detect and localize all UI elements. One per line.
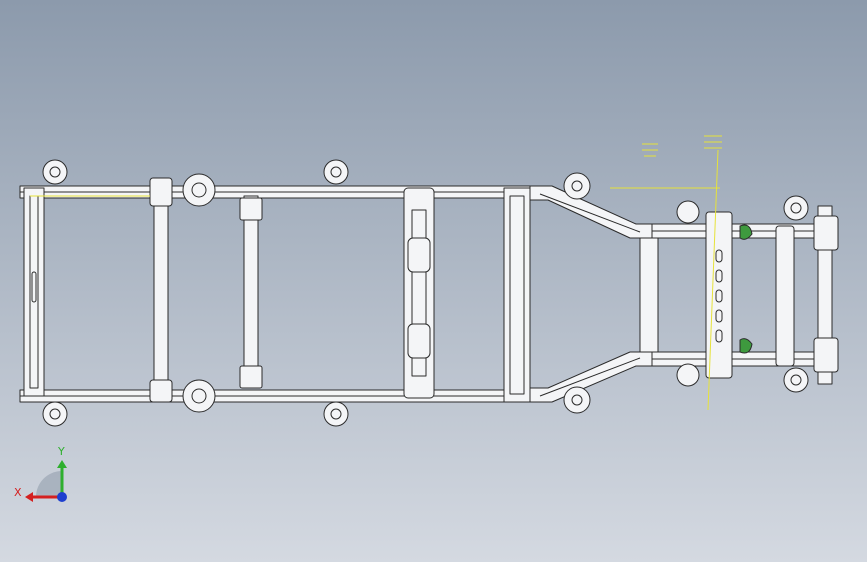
front-crossmember-2[interactable] — [775, 225, 795, 367]
crossmember-1-bottom-bracket — [149, 379, 173, 403]
upper-taper-edge — [539, 193, 641, 233]
upper-control-arm-bracket[interactable] — [676, 200, 700, 224]
suspension-slot-3 — [715, 289, 723, 303]
steering-gear-mount-upper[interactable] — [739, 224, 753, 240]
y-axis-label: Y — [57, 445, 65, 458]
z-axis-dot — [57, 492, 67, 502]
crossmember-2[interactable] — [243, 195, 259, 387]
suspension-slot-2 — [715, 269, 723, 283]
front-bumper-tab-bottom — [813, 337, 839, 373]
steering-gear-mount-lower[interactable] — [739, 338, 753, 354]
rear-body-mount-lower-hole — [49, 408, 61, 420]
suspension-slot-1 — [715, 249, 723, 263]
lower-taper-edge — [539, 357, 641, 397]
front-body-mount-upper-hole — [571, 180, 583, 192]
spring-hanger-lower-hub — [191, 388, 207, 404]
transmission-crossmember-inner — [411, 209, 427, 377]
front-bumper-tab-top — [813, 215, 839, 251]
rear-end-slot — [31, 271, 37, 303]
crossmember-1[interactable] — [153, 189, 169, 395]
crossmember-1-top-bracket — [149, 177, 173, 207]
front-crossmember-1[interactable] — [639, 237, 659, 353]
front-body-mount-lower-hole — [571, 394, 583, 406]
crossmember-2-top-mount — [239, 197, 263, 221]
triad-xy-plane — [36, 471, 62, 497]
suspension-slot-5 — [715, 329, 723, 343]
transmission-mount-bottom — [407, 323, 431, 359]
crossmember-2-bottom-mount — [239, 365, 263, 389]
orientation-triad: Y X — [14, 445, 67, 502]
mid-body-mount-lower-hole — [330, 408, 342, 420]
rear-body-mount-upper-hole — [49, 166, 61, 178]
x-axis-label: X — [14, 486, 22, 499]
suspension-slot-4 — [715, 309, 723, 323]
spring-hanger-upper-hub — [191, 182, 207, 198]
lower-control-arm-bracket[interactable] — [676, 363, 700, 387]
chassis-frame-model[interactable] — [19, 135, 839, 427]
crossmember-4[interactable] — [503, 187, 531, 403]
sketch-highlight-lines — [30, 135, 722, 411]
transmission-crossmember[interactable] — [403, 187, 435, 399]
mid-body-mount-upper-hole — [330, 166, 342, 178]
y-axis-arrowhead — [57, 460, 67, 468]
crossmember-4-inner — [509, 195, 525, 395]
x-axis-arrowhead — [25, 492, 33, 502]
bumper-mount-upper-hole — [790, 202, 802, 214]
transmission-mount-top — [407, 237, 431, 273]
bumper-mount-lower-hole — [790, 374, 802, 386]
